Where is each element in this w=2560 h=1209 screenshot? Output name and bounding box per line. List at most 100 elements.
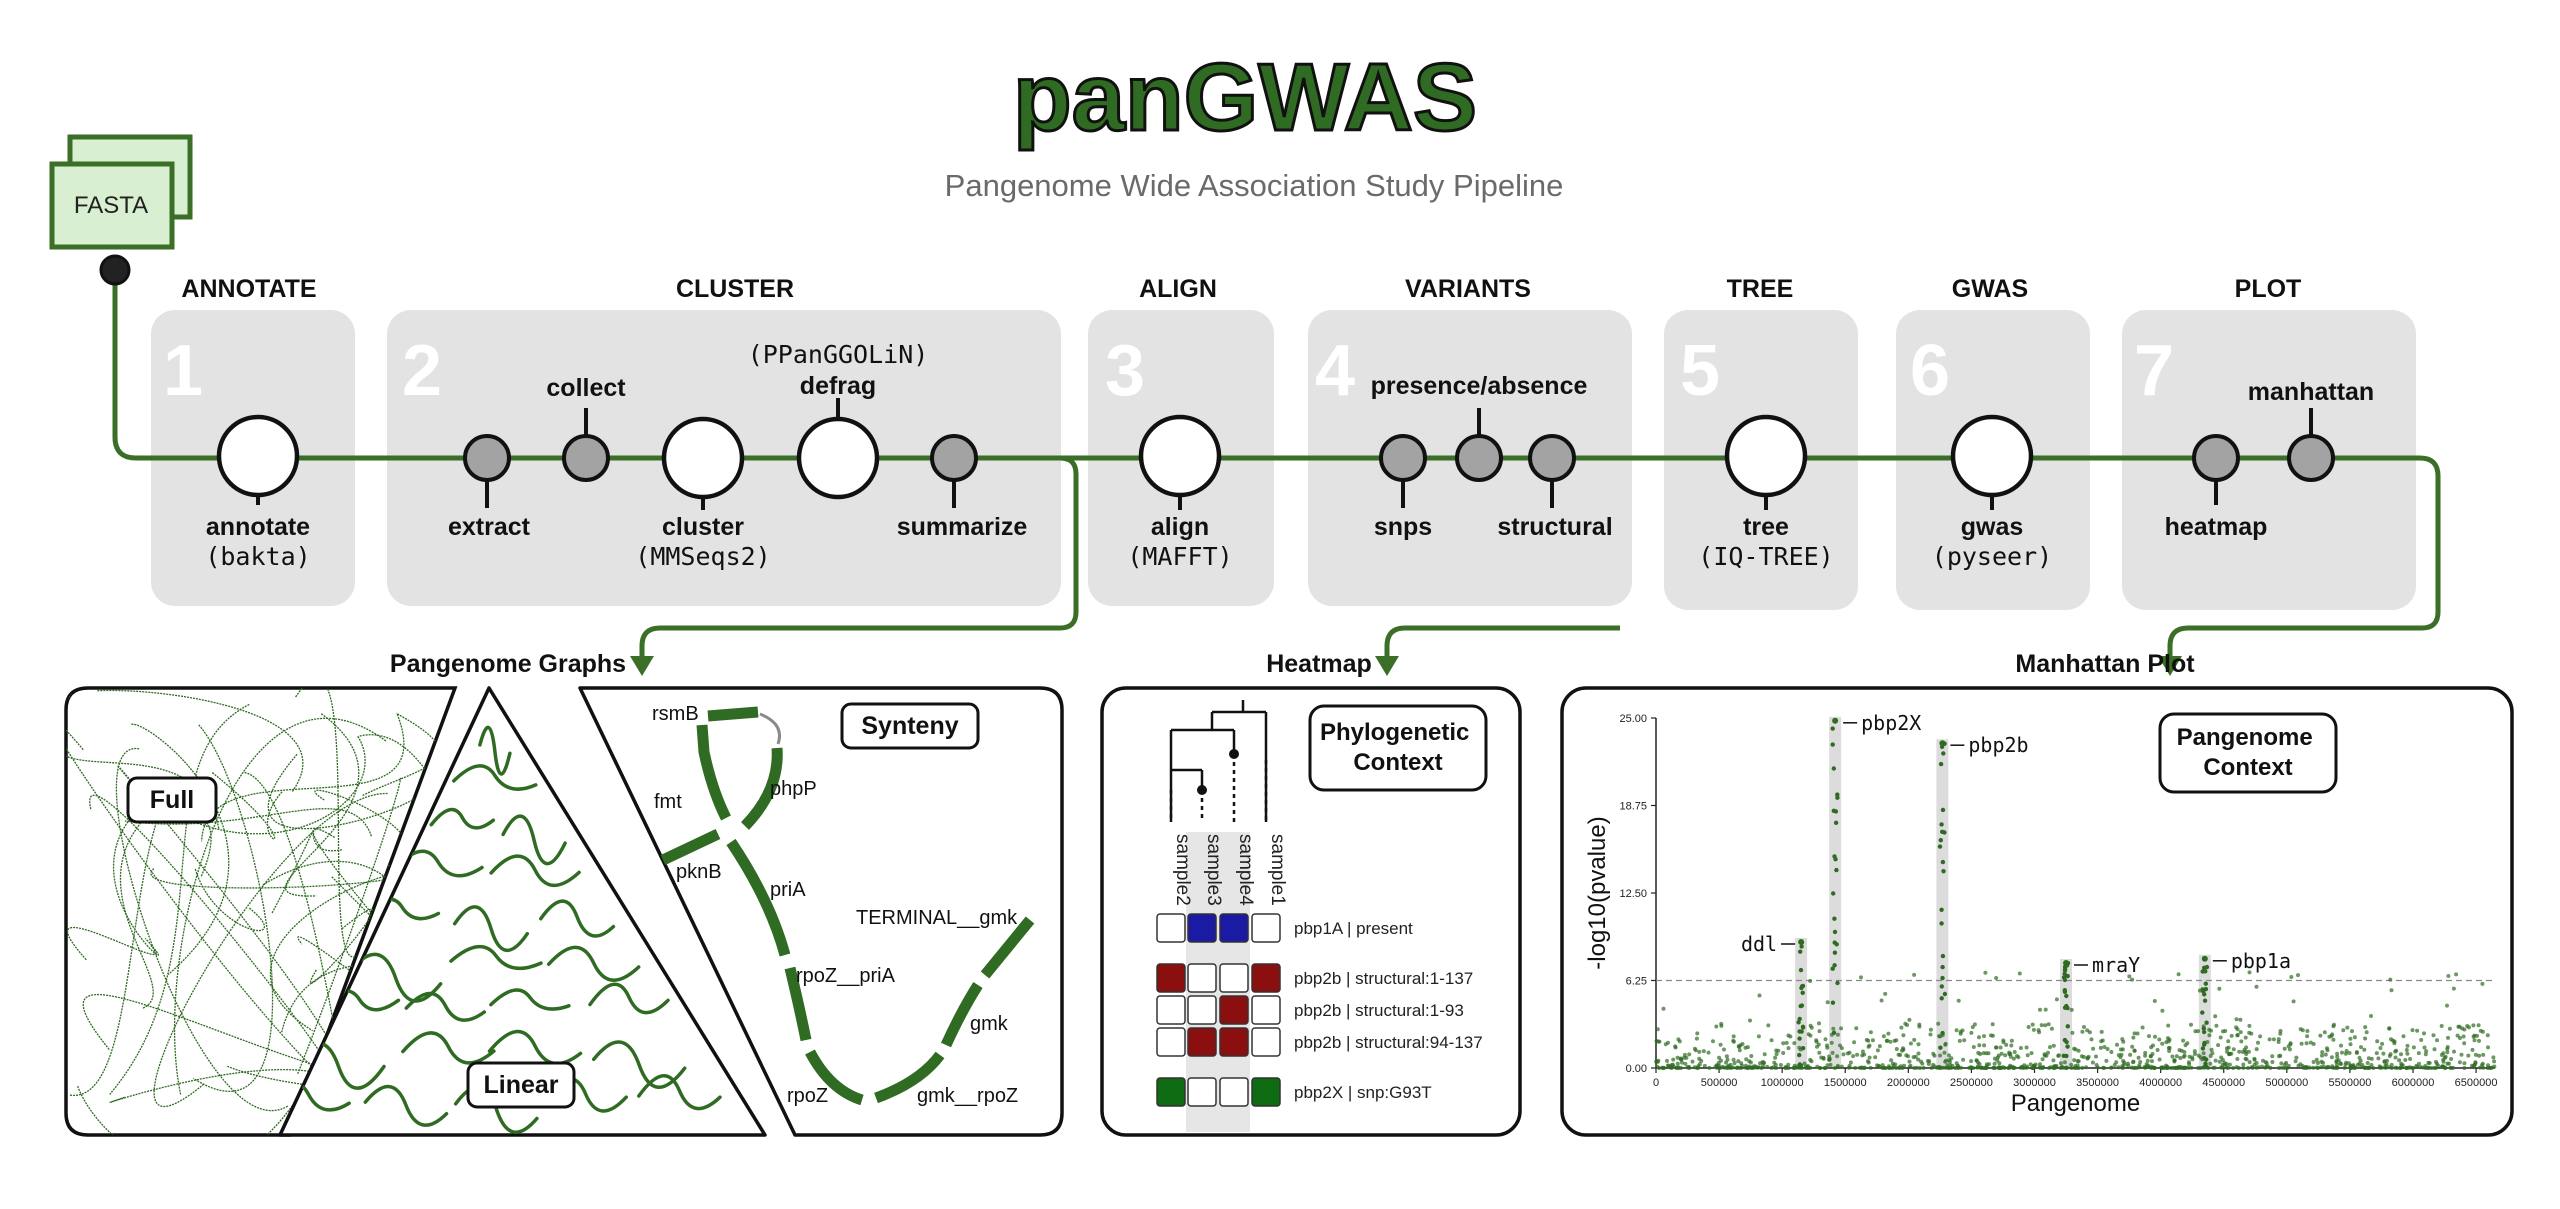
manhattan-point xyxy=(1984,1064,1989,1069)
manhattan-point xyxy=(2445,1061,2450,1066)
peak-point xyxy=(1798,1003,1803,1009)
full-graph-edge xyxy=(153,792,388,1107)
manhattan-point xyxy=(2457,1060,2462,1065)
manhattan-point xyxy=(1731,1057,1736,1062)
manhattan-point xyxy=(2492,1059,2497,1064)
manhattan-point xyxy=(2018,1046,2023,1050)
manhattan-point xyxy=(1851,1054,1856,1059)
step-label-manhattan: manhattan xyxy=(2248,378,2374,406)
manhattan-point xyxy=(2048,1045,2052,1050)
heatmap-node xyxy=(2192,434,2240,482)
manhattan-point xyxy=(2270,1060,2275,1064)
manhattan-point xyxy=(2383,1063,2388,1068)
manhattan-point xyxy=(2196,1053,2201,1058)
manhattan-point xyxy=(1974,1058,1979,1063)
manhattan-point xyxy=(1959,1065,1963,1070)
manhattan-point xyxy=(2069,1066,2074,1070)
manhattan-point xyxy=(1773,1062,1778,1067)
linear-graph-contig xyxy=(489,988,571,1011)
manhattan-point xyxy=(2047,1066,2051,1070)
manhattan-point xyxy=(1786,1066,1791,1070)
synteny-label-badge: Synteny xyxy=(840,702,980,750)
manhattan-point xyxy=(2192,1049,2197,1054)
manhattan-point xyxy=(2186,1065,2191,1070)
manhattan-point xyxy=(2031,1027,2036,1032)
manhattan-point xyxy=(2038,1007,2042,1012)
manhattan-point xyxy=(2193,1052,2197,1056)
manhattan-point xyxy=(2289,975,2294,979)
manhattan-point xyxy=(2130,1044,2135,1049)
x-tick-label: 3000000 xyxy=(2013,1077,2056,1089)
manhattan-point xyxy=(1972,1022,1977,1027)
manhattan-point xyxy=(1783,1065,1788,1070)
heatmap-cell xyxy=(1187,963,1217,993)
manhattan-point xyxy=(2080,1029,2085,1034)
peak-highlight xyxy=(1936,739,1949,1068)
heatmap-cell xyxy=(1251,1077,1281,1107)
stage-title: VARIANTS xyxy=(1405,275,1531,303)
peak-top-point xyxy=(1832,717,1839,724)
gene-label: gmk__rpoZ xyxy=(917,1085,1018,1107)
manhattan-point xyxy=(1855,1052,1860,1057)
manhattan-point xyxy=(1860,1049,1865,1054)
manhattan-point xyxy=(2352,1035,2357,1040)
stage-number: 7 xyxy=(2134,331,2174,411)
manhattan-point xyxy=(2470,1047,2475,1052)
peak-top-point xyxy=(1939,740,1946,747)
manhattan-point xyxy=(2323,1052,2328,1057)
manhattan-point xyxy=(1839,1064,1844,1069)
manhattan-point xyxy=(2431,1033,2436,1038)
manhattan-point xyxy=(2311,1065,2316,1070)
peak-point xyxy=(1835,792,1840,797)
manhattan-point xyxy=(1679,1057,1683,1062)
manhattan-point xyxy=(2155,1048,2160,1052)
manhattan-point xyxy=(2364,1030,2369,1035)
collect-node xyxy=(562,434,610,482)
x-tick-label: 6500000 xyxy=(2455,1077,2498,1089)
manhattan-point xyxy=(1905,1023,1909,1027)
manhattan-point xyxy=(1735,1065,1740,1070)
manhattan-point xyxy=(2138,1060,2143,1064)
manhattan-point xyxy=(1912,972,1917,977)
manhattan-point xyxy=(2102,1045,2107,1049)
manhattan-point xyxy=(1731,1038,1736,1043)
manhattan-point xyxy=(2354,1050,2359,1055)
peak-point xyxy=(2065,1024,2070,1029)
manhattan-point xyxy=(2152,999,2157,1003)
manhattan-point xyxy=(2459,1052,2464,1057)
linear-graph-contig xyxy=(591,1040,687,1089)
manhattan-point xyxy=(1848,1060,1853,1065)
phylo-context-label: Phylogenetic Context xyxy=(1320,719,1476,776)
peak-point xyxy=(1938,1045,1943,1050)
step-tool-tree: (IQ-TREE) xyxy=(1698,542,1833,571)
manhattan-point xyxy=(2207,1033,2212,1038)
step-label-heatmap: heatmap xyxy=(2165,513,2268,541)
manhattan-point xyxy=(2477,1053,2482,1058)
manhattan-point xyxy=(2150,1059,2154,1064)
manhattan-point xyxy=(2011,1056,2016,1061)
peak-point xyxy=(2062,967,2068,972)
manhattan-point xyxy=(2190,1057,2195,1062)
manhattan-point xyxy=(1778,1063,1783,1067)
manhattan-point xyxy=(2240,1050,2245,1054)
manhattan-point xyxy=(1901,1033,1906,1038)
manhattan-point xyxy=(1929,1065,1934,1070)
manhattan-point xyxy=(1906,1054,1910,1059)
tree-node xyxy=(1724,414,1808,498)
manhattan-point xyxy=(2264,1061,2269,1066)
manhattan-point xyxy=(1736,1044,1741,1049)
manhattan-point xyxy=(1815,1044,1819,1049)
peak-point xyxy=(2201,1026,2206,1031)
heatmap-row-label: pbp1A | present xyxy=(1294,919,1413,938)
manhattan-point xyxy=(1765,1064,1770,1069)
manhattan-point xyxy=(1873,1055,1878,1060)
manhattan-point xyxy=(1877,1044,1882,1049)
synteny-segment-terminal-gmk xyxy=(980,916,1035,979)
manhattan-point xyxy=(2119,1052,2124,1057)
manhattan-point xyxy=(2132,1048,2137,1053)
full-graph-edge xyxy=(194,868,265,932)
manhattan-point xyxy=(2480,1063,2484,1068)
x-tick-label: 5500000 xyxy=(2328,1077,2371,1089)
phylo-context-badge: Phylogenetic Context xyxy=(1308,704,1488,792)
x-tick-label: 4500000 xyxy=(2202,1077,2245,1089)
